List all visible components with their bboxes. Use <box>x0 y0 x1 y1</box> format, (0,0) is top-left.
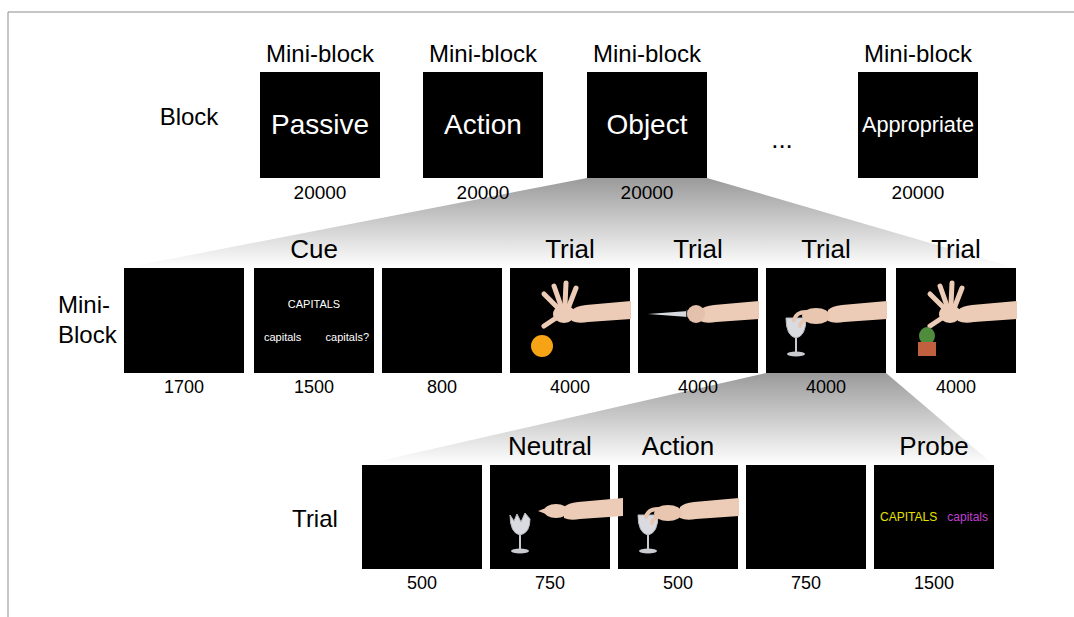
cue-word: capitals? <box>326 331 369 344</box>
screen-frame: Trial4000 <box>766 268 886 373</box>
screen-frame: Neutral750 <box>490 465 610 569</box>
black-screen <box>638 268 758 373</box>
black-screen <box>254 268 374 373</box>
stage-title: Trial <box>673 234 723 265</box>
hand-orange-picture <box>531 283 631 357</box>
duration-ms: 20000 <box>621 182 674 205</box>
duration-ms: 4000 <box>550 377 590 399</box>
stage-title: Mini-block <box>266 40 374 69</box>
stage-title: Mini-block <box>429 40 537 69</box>
black-screen <box>423 72 543 178</box>
cue-word: CAPITALS <box>288 298 340 311</box>
duration-ms: 1500 <box>914 573 954 595</box>
stage-title: Action <box>642 431 714 462</box>
screen-frame: Trial4000 <box>510 268 630 373</box>
hand-knife-picture <box>648 301 759 323</box>
black-screen <box>587 72 707 178</box>
condition-name: Object <box>607 108 688 142</box>
black-screen <box>510 268 630 373</box>
screen-frame: 750 <box>746 465 866 569</box>
condition-name: Appropriate <box>862 112 974 138</box>
duration-ms: 1700 <box>164 377 204 399</box>
duration-ms: 800 <box>427 377 457 399</box>
screen-frame: Action500 <box>618 465 738 569</box>
stage-title: Mini-block <box>864 40 972 69</box>
stage-title: Trial <box>801 234 851 265</box>
duration-ms: 500 <box>663 573 693 595</box>
stage-title: Probe <box>899 431 968 462</box>
screen-frame: Mini-blockAppropriate20000 <box>858 72 978 178</box>
frame-line <box>8 12 9 617</box>
row-label: ... <box>771 124 793 155</box>
condition-name: Action <box>444 108 522 142</box>
hand-cactus-picture <box>918 283 1017 356</box>
screen-group <box>124 72 1016 569</box>
screen-frame: Mini-blockPassive20000 <box>260 72 380 178</box>
duration-ms: 4000 <box>806 377 846 399</box>
screen-frame: Mini-blockObject20000 <box>587 72 707 178</box>
frame-line <box>8 12 1074 13</box>
screen-frame: 500 <box>362 465 482 569</box>
screen-frame: Trial4000 <box>638 268 758 373</box>
black-screen <box>746 465 866 569</box>
black-screen <box>766 268 886 373</box>
duration-ms: 4000 <box>678 377 718 399</box>
probe-word: CAPITALS <box>880 510 937 524</box>
black-screen <box>874 465 994 569</box>
duration-ms: 4000 <box>936 377 976 399</box>
duration-ms: 1500 <box>294 377 334 399</box>
zoom-wedge <box>362 373 994 465</box>
screen-frame: ProbeCAPITALScapitals1500 <box>874 465 994 569</box>
row-label: Block <box>160 103 219 132</box>
duration-ms: 20000 <box>294 182 347 205</box>
stage-title: Neutral <box>508 431 592 462</box>
black-screen <box>618 465 738 569</box>
black-screen <box>260 72 380 178</box>
duration-ms: 500 <box>407 573 437 595</box>
duration-ms: 20000 <box>457 182 510 205</box>
screen-frame: Trial4000 <box>896 268 1016 373</box>
screen-frame: 1700 <box>124 268 244 373</box>
action-picture <box>638 498 739 554</box>
screen-frame: 800 <box>382 268 502 373</box>
screen-frame: CueCAPITALScapitalscapitals?1500 <box>254 268 374 373</box>
condition-name: Passive <box>271 108 369 142</box>
duration-ms: 750 <box>535 573 565 595</box>
screen-frame: Mini-blockAction20000 <box>423 72 543 178</box>
stage-title: Mini-block <box>593 40 701 69</box>
black-screen <box>124 268 244 373</box>
zoom-wedge <box>124 178 1016 268</box>
black-screen <box>362 465 482 569</box>
stage-title: Trial <box>545 234 595 265</box>
black-screen <box>896 268 1016 373</box>
stage-title: Trial <box>931 234 981 265</box>
neutral-picture <box>510 498 623 554</box>
row-label: Trial <box>292 505 338 534</box>
black-screen <box>858 72 978 178</box>
black-screen <box>382 268 502 373</box>
probe-word: capitals <box>947 510 988 524</box>
cue-word: capitals <box>264 331 301 344</box>
hand-glass-picture <box>786 301 887 357</box>
row-label: Mini-Block <box>58 290 124 350</box>
duration-ms: 20000 <box>892 182 945 205</box>
stage-title: Cue <box>290 234 338 265</box>
duration-ms: 750 <box>791 573 821 595</box>
